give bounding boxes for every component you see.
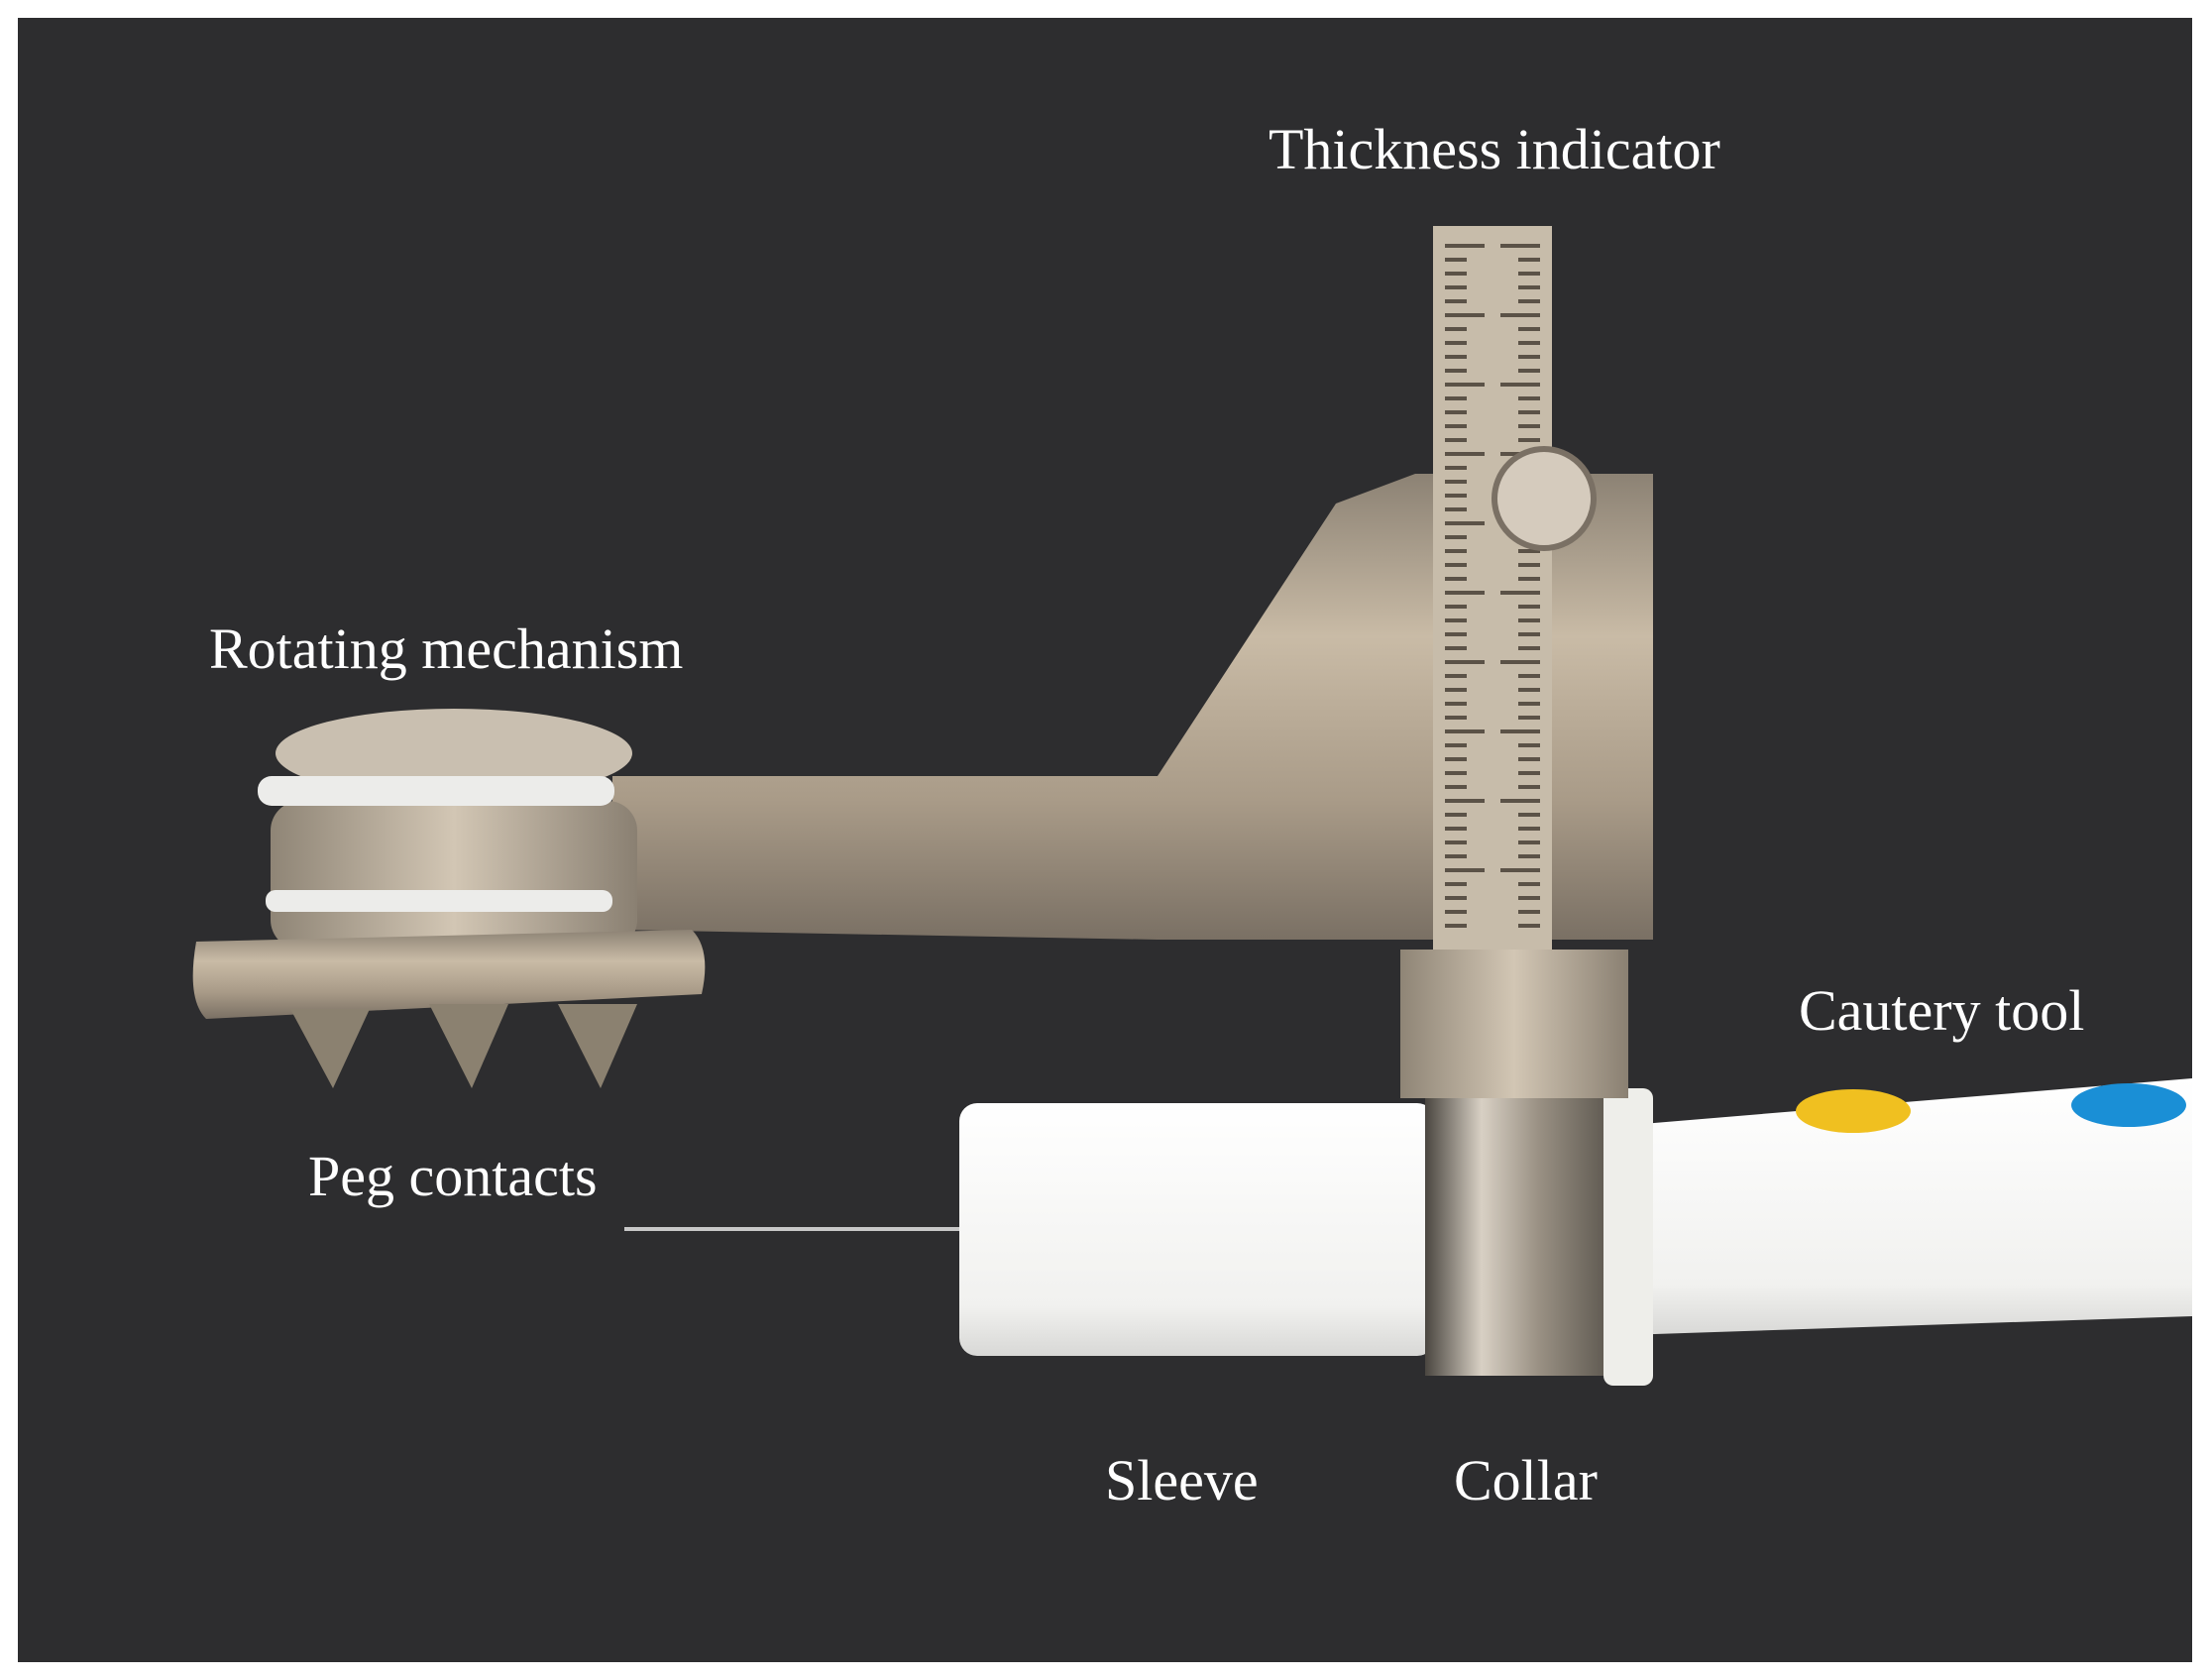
rotating-mechanism-label: Rotating mechanism <box>209 616 684 681</box>
base-plate <box>192 930 706 1019</box>
collar-shape <box>1425 1098 1613 1376</box>
sleeve-shape <box>959 1103 1435 1356</box>
cautery-tool-label: Cautery tool <box>1799 978 2085 1043</box>
slider-block <box>1400 950 1628 1098</box>
thickness-indicator-label: Thickness indicator <box>1269 117 1720 181</box>
sleeve-label: Sleeve <box>1105 1448 1259 1512</box>
yellow-button <box>1796 1089 1911 1133</box>
collar-label: Collar <box>1454 1448 1598 1512</box>
collar-flange <box>1603 1088 1653 1386</box>
knob <box>1492 446 1597 551</box>
device-photo: Thickness indicator Rotating mechanism P… <box>18 18 2192 1662</box>
cautery-tool-body <box>1594 1078 2192 1336</box>
blue-button <box>2071 1083 2186 1127</box>
device-illustration <box>192 226 2192 1386</box>
thickness-scale <box>1433 226 1552 950</box>
rotating-mechanism-shape <box>258 709 637 950</box>
peg-contacts-label: Peg contacts <box>308 1144 598 1208</box>
main-arm <box>612 474 1653 940</box>
peg-contacts-shape <box>290 1004 637 1088</box>
